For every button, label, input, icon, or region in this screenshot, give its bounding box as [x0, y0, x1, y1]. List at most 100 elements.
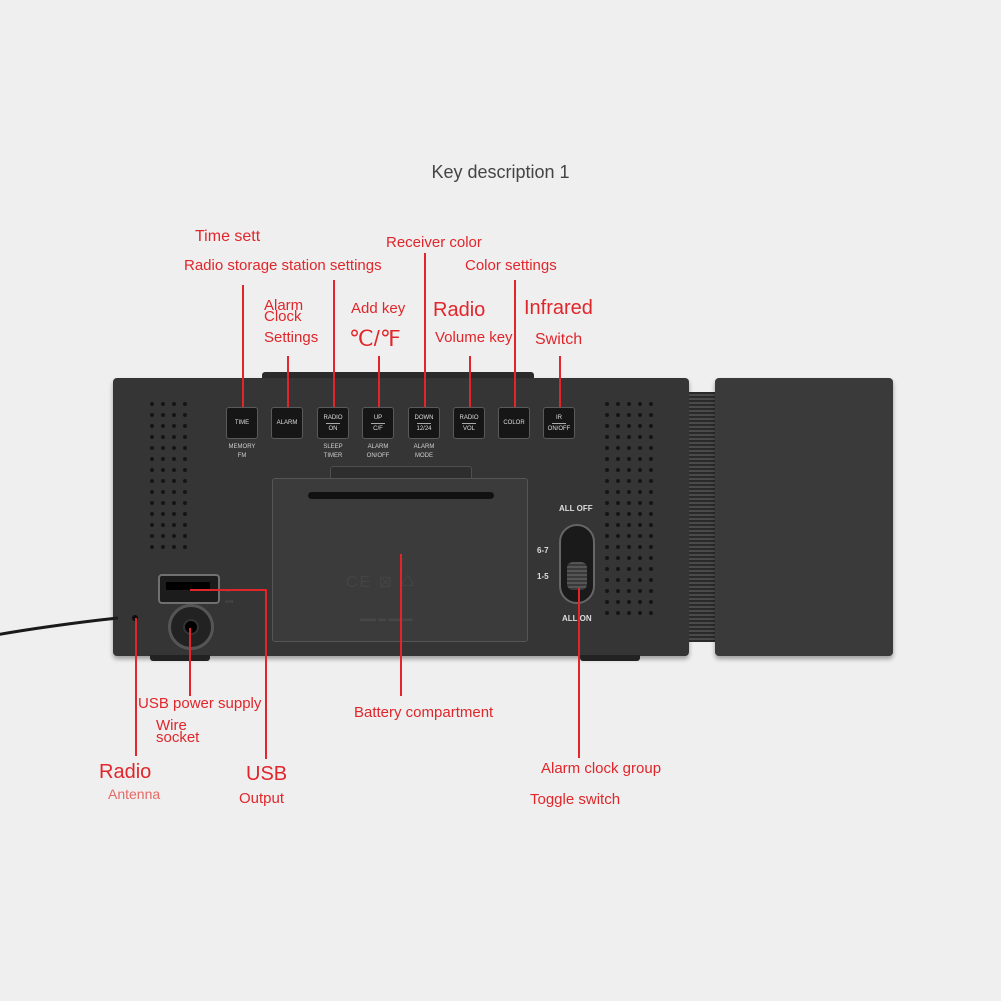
leader-toggle — [578, 588, 580, 758]
grille-hole — [627, 556, 631, 560]
grille-hole — [616, 556, 620, 560]
grille-hole — [161, 468, 165, 472]
grille-hole — [150, 534, 154, 538]
grille-hole — [172, 501, 176, 505]
grille-hole — [638, 523, 642, 527]
grille-hole — [638, 435, 642, 439]
grille-hole — [649, 523, 653, 527]
key-2[interactable]: ALARM — [271, 407, 303, 439]
grille-hole — [605, 446, 609, 450]
leader-time — [242, 285, 244, 407]
grille-hole — [649, 545, 653, 549]
grille-hole — [605, 413, 609, 417]
grille-hole — [638, 479, 642, 483]
grille-hole — [605, 402, 609, 406]
grille-hole — [616, 446, 620, 450]
alarm-group-toggle-switch[interactable] — [559, 524, 595, 604]
grille-hole — [638, 611, 642, 615]
grille-hole — [638, 600, 642, 604]
key-top-text: DOWN — [414, 414, 434, 421]
grille-hole — [161, 534, 165, 538]
key-bottom-text: ON — [328, 425, 338, 432]
grille-hole — [161, 479, 165, 483]
grille-hole — [616, 545, 620, 549]
grille-hole — [605, 523, 609, 527]
grille-hole — [627, 545, 631, 549]
label-output: Output — [239, 790, 285, 807]
grille-hole — [150, 523, 154, 527]
grille-hole — [183, 490, 187, 494]
grille-hole — [183, 468, 187, 472]
grille-hole — [616, 457, 620, 461]
label-usb: USB — [246, 763, 288, 785]
grille-hole — [616, 600, 620, 604]
grille-hole — [649, 501, 653, 505]
grille-hole — [172, 424, 176, 428]
grille-hole — [627, 567, 631, 571]
leader-radio-on — [333, 280, 335, 407]
grille-hole — [183, 457, 187, 461]
grille-hole — [605, 424, 609, 428]
grille-hole — [627, 523, 631, 527]
grille-hole — [150, 490, 154, 494]
grille-hole — [638, 402, 642, 406]
key-secondary-line1: ALARM — [367, 444, 389, 450]
key-secondary-line1: SLEEP — [323, 444, 343, 450]
label-clock: Clock — [264, 308, 302, 325]
grille-hole — [616, 413, 620, 417]
grille-hole — [627, 589, 631, 593]
key-secondary-line2: TIMER — [323, 453, 343, 459]
grille-hole — [150, 446, 154, 450]
grille-hole — [649, 435, 653, 439]
grille-hole — [627, 424, 631, 428]
grille-hole — [172, 468, 176, 472]
label-add-key: Add key — [351, 300, 406, 317]
grille-hole — [649, 490, 653, 494]
grille-hole — [172, 446, 176, 450]
grille-hole — [649, 446, 653, 450]
grille-hole — [638, 589, 642, 593]
grille-hole — [605, 556, 609, 560]
grille-hole — [605, 435, 609, 439]
label-receiver-color: Receiver color — [386, 234, 482, 251]
grille-hole — [605, 534, 609, 538]
grille-hole — [183, 402, 187, 406]
key-7[interactable]: COLOR — [498, 407, 530, 439]
leader-up — [378, 356, 380, 407]
grille-hole — [605, 490, 609, 494]
grille-hole — [638, 578, 642, 582]
grille-hole — [638, 446, 642, 450]
label-time-sett: Time sett — [195, 228, 261, 245]
leader-ir — [559, 356, 561, 407]
grille-hole — [649, 611, 653, 615]
grille-hole — [150, 468, 154, 472]
label-radio-top: Radio — [433, 299, 486, 321]
grille-hole — [638, 534, 642, 538]
grille-hole — [161, 413, 165, 417]
grille-hole — [649, 479, 653, 483]
grille-hole — [649, 402, 653, 406]
grille-hole — [616, 578, 620, 582]
key-secondary-line1: ALARM — [413, 444, 435, 450]
label-temp-unit: ℃/℉ — [349, 326, 401, 351]
key-1[interactable]: TIME — [226, 407, 258, 439]
projector-panel — [715, 378, 893, 656]
certification-marks: CE ⊠ ♺ — [346, 574, 417, 591]
grille-hole — [161, 402, 165, 406]
grille-hole — [649, 457, 653, 461]
grille-hole — [616, 435, 620, 439]
label-socket: socket — [156, 729, 200, 746]
speaker-grille-left — [150, 402, 187, 549]
usb-power-wire-socket — [168, 604, 214, 650]
key-divider — [417, 422, 431, 424]
grille-hole — [649, 413, 653, 417]
label-alarm-clock-group: Alarm clock group — [541, 760, 662, 777]
grille-hole — [161, 424, 165, 428]
toggle-label-6-7: 6-7 — [537, 546, 549, 555]
key-top-text: UP — [373, 414, 383, 421]
